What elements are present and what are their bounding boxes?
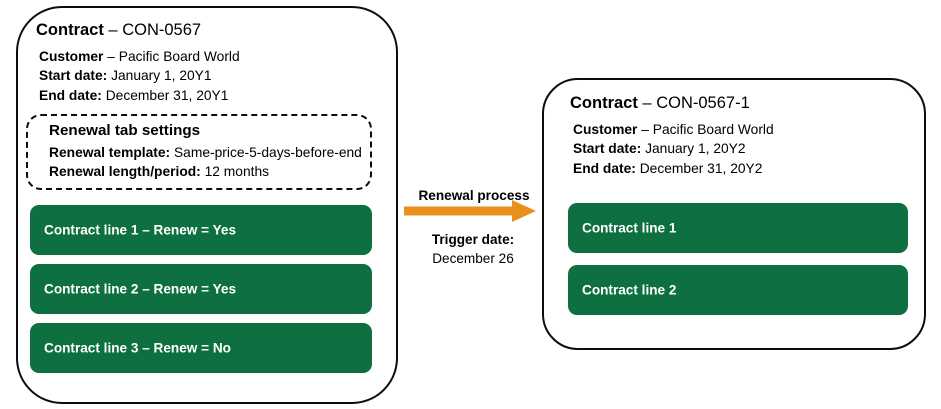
source-field-customer: Customer – Pacific Board World — [39, 47, 240, 66]
target-field-end-date: End date: December 31, 20Y2 — [573, 159, 774, 178]
source-field-start-date-label: Start date: — [39, 68, 108, 84]
target-field-customer-separator: – — [637, 122, 653, 137]
target-contract-title-separator: – — [637, 94, 657, 112]
renewal-length-label: Renewal length/period: — [49, 164, 201, 180]
source-contract-line-1: Contract line 1 – Renew = Yes — [30, 205, 372, 255]
trigger-date-annotation: Trigger date: December 26 — [405, 231, 541, 268]
trigger-date-label: Trigger date: — [431, 232, 515, 247]
renewal-process-arrow-icon — [404, 200, 536, 222]
source-contract-line-3: Contract line 3 – Renew = No — [30, 323, 372, 373]
renewal-template-value: Same-price-5-days-before-end — [173, 145, 362, 160]
source-field-customer-label: Customer — [39, 49, 104, 64]
target-contract-title-value: CON-0567-1 — [656, 94, 750, 112]
source-contract-title: Contract – CON-0567 — [36, 20, 201, 40]
renewal-length-row: Renewal length/period: 12 months — [49, 162, 362, 181]
source-contract-title-value: CON-0567 — [122, 21, 202, 39]
source-field-start-date: Start date: January 1, 20Y1 — [39, 66, 240, 85]
source-contract-line-2-label: Contract line 2 – Renew = Yes — [44, 281, 237, 297]
target-field-customer: Customer – Pacific Board World — [573, 120, 774, 139]
target-field-start-date: Start date: January 1, 20Y2 — [573, 139, 774, 158]
renewal-template-label: Renewal template: — [49, 145, 171, 160]
source-contract-title-separator: – — [103, 21, 123, 39]
target-contract-line-2-label: Contract line 2 — [582, 282, 677, 298]
target-contract-line-1: Contract line 1 — [568, 203, 908, 253]
target-contract-line-2: Contract line 2 — [568, 265, 908, 315]
source-contract-line-2: Contract line 2 – Renew = Yes — [30, 264, 372, 314]
target-contract-title-label: Contract — [570, 94, 638, 112]
renewal-process-label: Renewal process — [418, 188, 530, 203]
renewal-template-row: Renewal template: Same-price-5-days-befo… — [49, 143, 362, 162]
source-field-start-date-value: January 1, 20Y1 — [111, 68, 212, 84]
target-field-start-date-label: Start date: — [573, 141, 642, 157]
renewal-tab-settings-box: Renewal tab settings Renewal template: S… — [26, 114, 372, 190]
target-field-end-date-label: End date: — [573, 160, 636, 176]
renewal-length-value: 12 months — [204, 164, 270, 180]
source-field-end-date-label: End date: — [39, 87, 102, 103]
target-field-end-date-value: December 31, 20Y2 — [639, 160, 763, 176]
source-contract-line-3-label: Contract line 3 – Renew = No — [44, 340, 231, 356]
renewal-tab-settings-fields: Renewal template: Same-price-5-days-befo… — [49, 143, 362, 182]
target-contract-title: Contract – CON-0567-1 — [570, 93, 750, 113]
target-field-customer-value: Pacific Board World — [652, 122, 774, 137]
target-contract-line-1-label: Contract line 1 — [582, 220, 677, 236]
target-field-customer-label: Customer — [573, 122, 638, 137]
source-field-end-date-value: December 31, 20Y1 — [105, 87, 229, 103]
trigger-date-value: December 26 — [432, 250, 514, 266]
source-field-customer-value: Pacific Board World — [118, 49, 240, 64]
source-contract-fields: Customer – Pacific Board World Start dat… — [39, 47, 240, 105]
source-field-end-date: End date: December 31, 20Y1 — [39, 86, 240, 105]
renewal-tab-settings-title: Renewal tab settings — [49, 122, 201, 139]
target-field-start-date-value: January 1, 20Y2 — [645, 141, 746, 157]
source-contract-title-label: Contract — [36, 21, 104, 39]
source-contract-line-1-label: Contract line 1 – Renew = Yes — [44, 222, 237, 238]
source-field-customer-separator: – — [103, 49, 119, 64]
target-contract-fields: Customer – Pacific Board World Start dat… — [573, 120, 774, 178]
